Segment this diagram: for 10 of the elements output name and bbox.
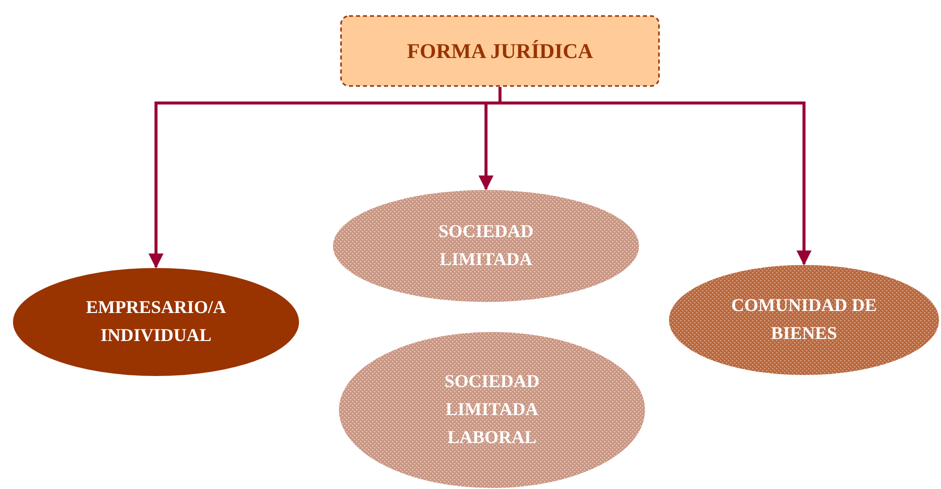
ellipse-node (668, 264, 940, 376)
node-label: SOCIEDAD LIMITADA (437, 220, 535, 271)
title-box (340, 15, 660, 87)
node-label: FORMA JURÍDICA (406, 38, 594, 65)
node-label: COMUNIDAD DE BIENES (730, 294, 878, 345)
ellipse-node (338, 331, 646, 489)
ellipse-node (12, 267, 300, 377)
node-label: SOCIEDAD LIMITADA LABORAL (443, 370, 541, 449)
ellipse-node (332, 189, 640, 303)
node-label: EMPRESARIO/A INDIVIDUAL (84, 296, 227, 347)
